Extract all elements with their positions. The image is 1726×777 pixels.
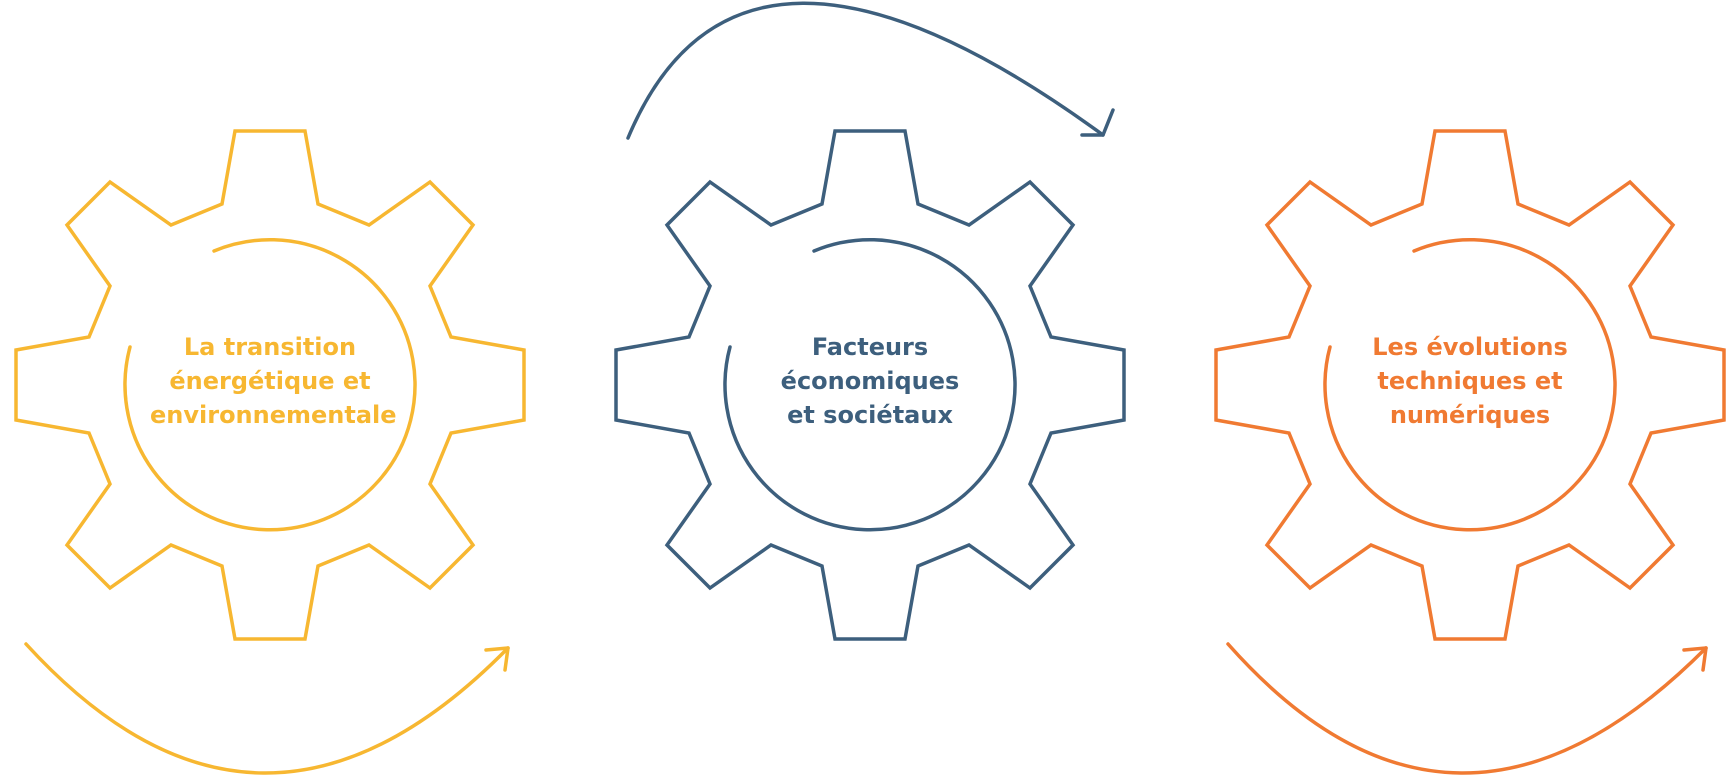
label-line: économiques xyxy=(780,367,960,395)
label-line: environnementale xyxy=(150,401,397,429)
label-line: Les évolutions xyxy=(1372,333,1568,361)
arrow-economy xyxy=(626,1,1115,140)
arrow-energy xyxy=(24,642,510,775)
label-line: techniques et xyxy=(1377,367,1563,395)
arrow-tech xyxy=(1226,642,1708,775)
label-line: La transition xyxy=(183,333,357,361)
label-line: énergétique et xyxy=(169,367,371,395)
label-line: numériques xyxy=(1389,401,1551,429)
gear-label-tech: Les évolutions techniques et numériques xyxy=(1350,330,1590,432)
label-line: Facteurs xyxy=(811,333,929,361)
gear-label-energy: La transition énergétique et environneme… xyxy=(150,330,397,432)
label-line: et sociétaux xyxy=(787,401,953,429)
gear-label-economy: Facteurs économiques et sociétaux xyxy=(750,330,990,432)
